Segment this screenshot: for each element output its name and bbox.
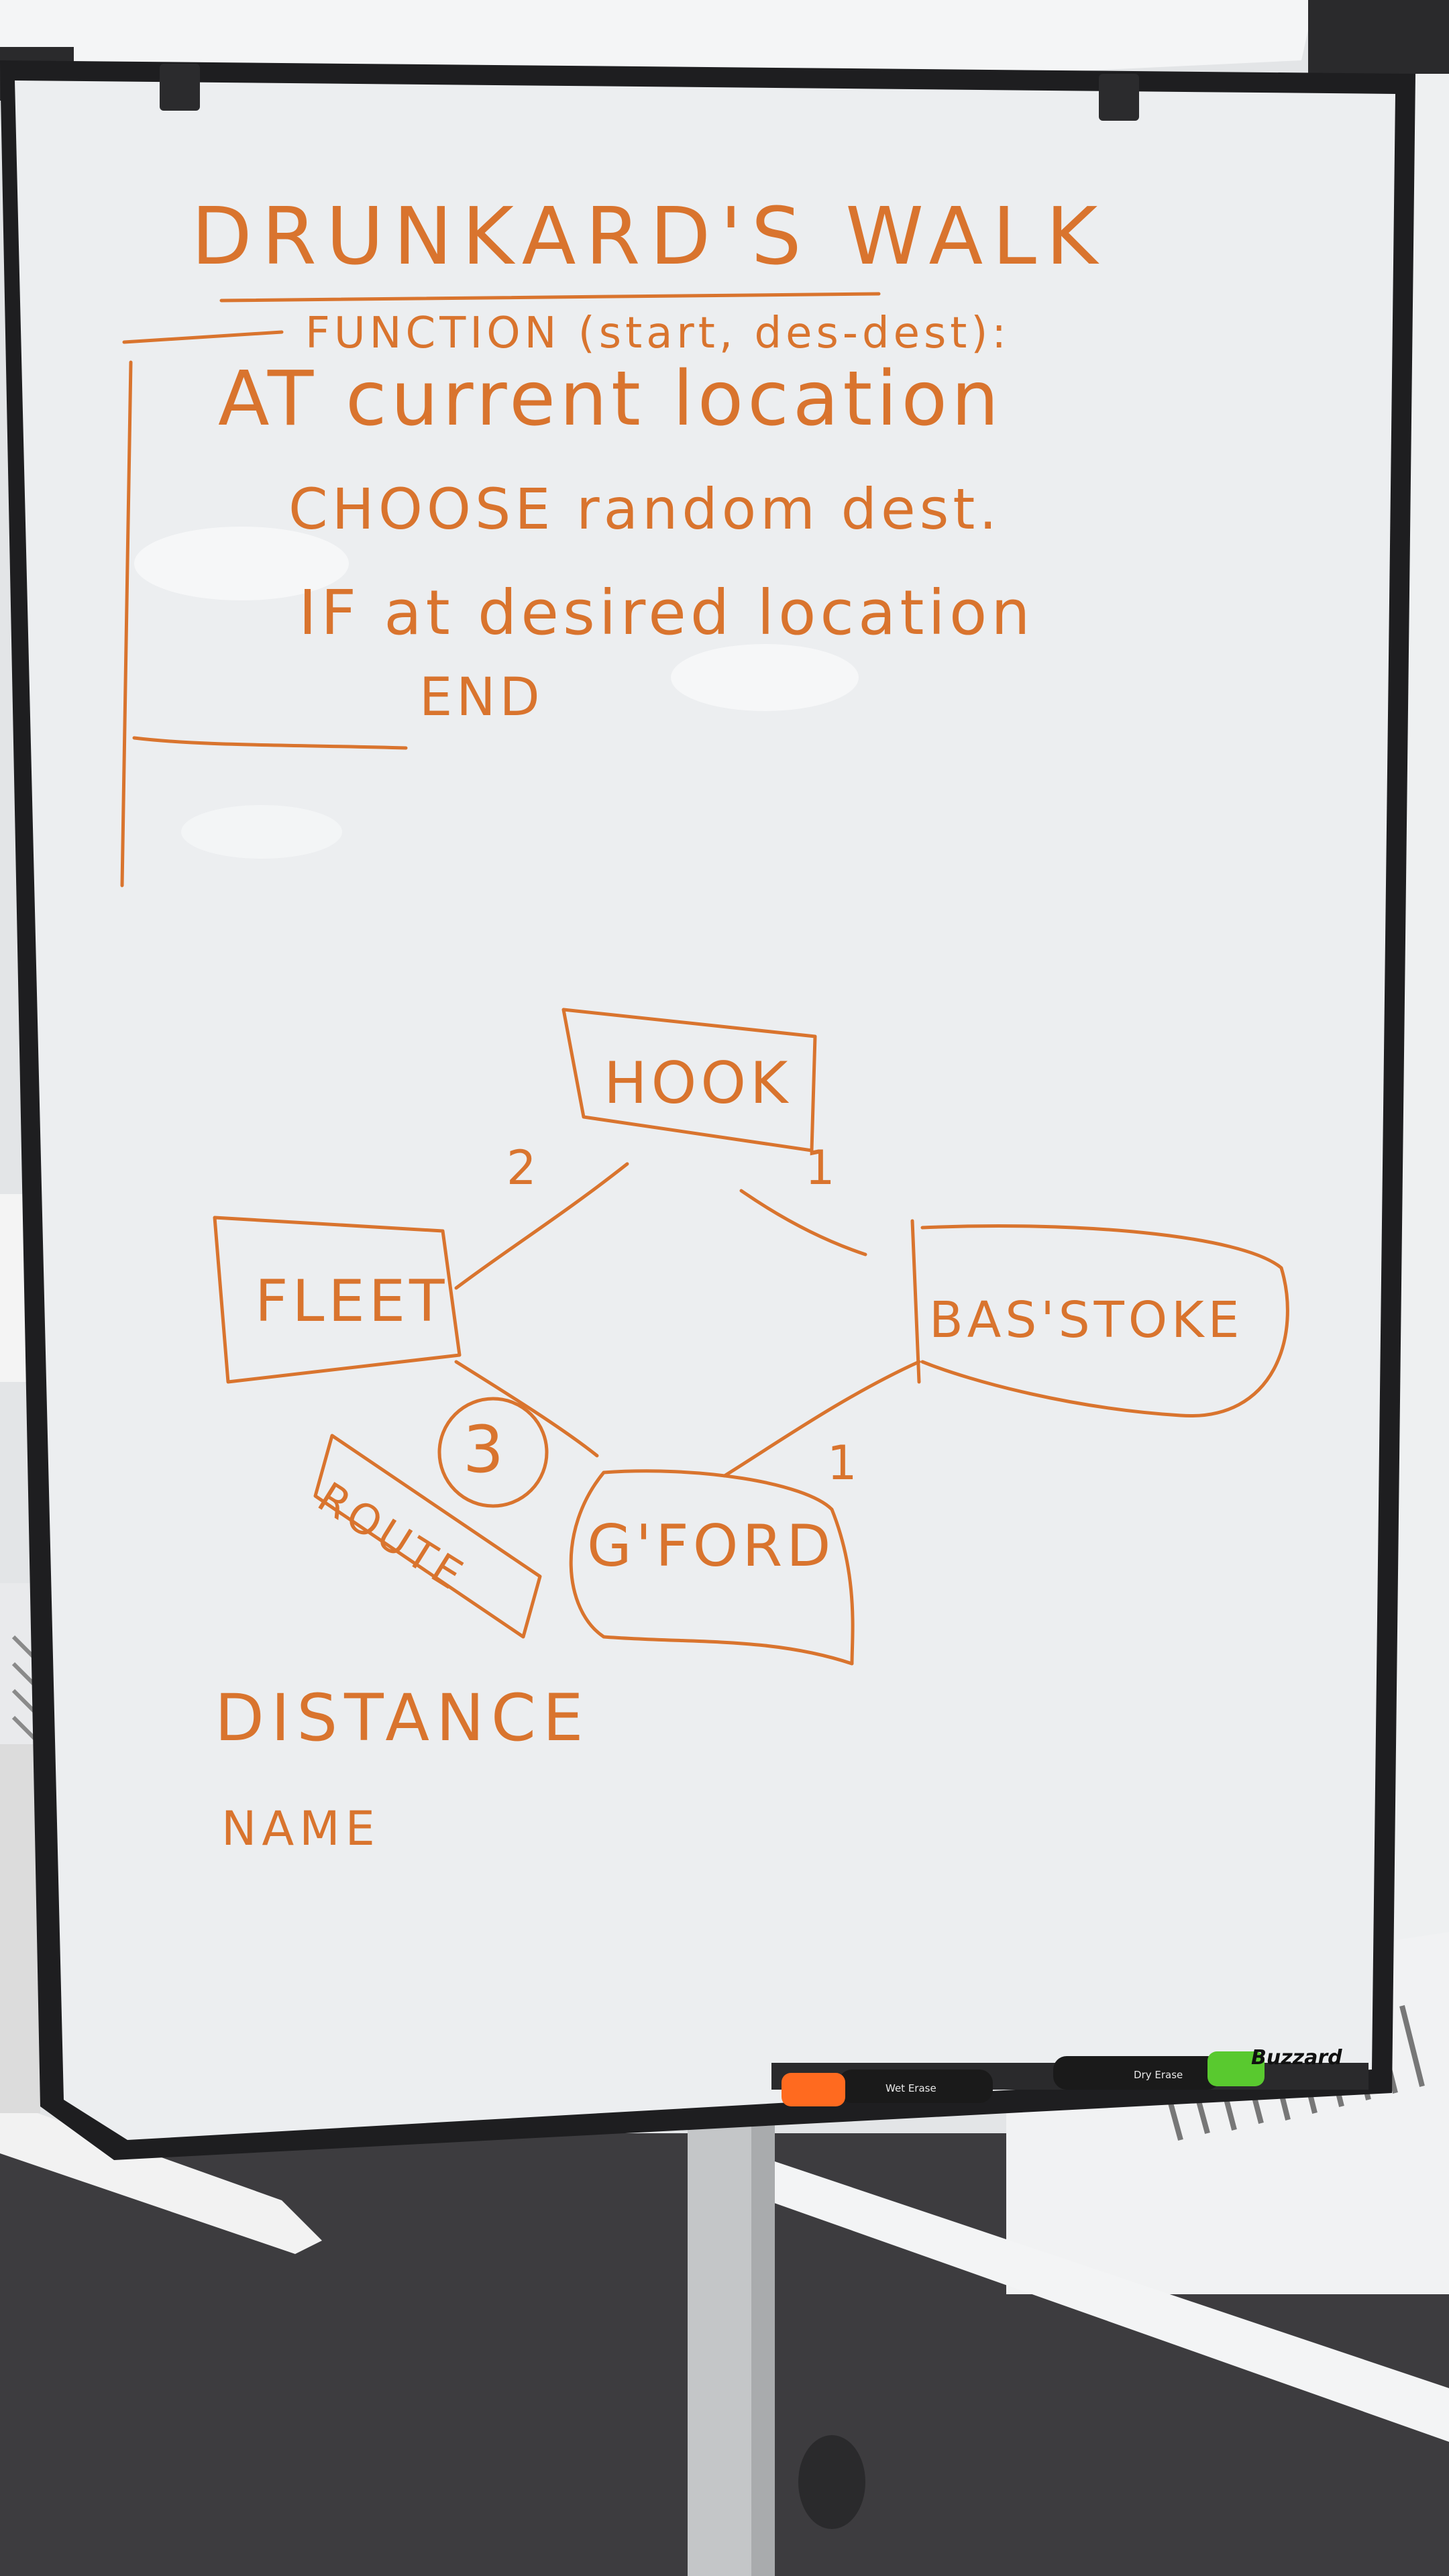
baseboard-right: [691, 2133, 1449, 2442]
pseudocode-line: AT current location: [218, 356, 1003, 443]
function-line: FUNCTION (start, des-dest):: [305, 309, 1010, 358]
note-distance: DISTANCE: [215, 1680, 590, 1756]
pseudocode-line: IF at desired location: [299, 577, 1034, 649]
board-surface: [15, 80, 1395, 2140]
roll-bar: [1308, 0, 1449, 74]
stand-pole-shade: [751, 2113, 775, 2576]
left-desk-leg: [0, 2100, 322, 2254]
pseudocode-line: CHOOSE random dest.: [288, 476, 1002, 542]
stand-wheel: [798, 2435, 865, 2529]
edge-weight: 3: [463, 1412, 508, 1487]
board-title: DRUNKARD'S WALK: [191, 190, 1108, 282]
edge-weight: 2: [506, 1140, 541, 1195]
pseudocode-strokes: [120, 292, 881, 888]
brand-logo: Buzzard: [1251, 2046, 1342, 2070]
node-guildford: G'FORD: [587, 1513, 835, 1580]
marker-label: Wet Erase: [885, 2082, 936, 2094]
edge-weight: 1: [805, 1140, 839, 1195]
glare: [181, 805, 342, 859]
note-name: NAME: [221, 1801, 380, 1856]
node-basingstoke: BAS'STOKE: [929, 1291, 1244, 1349]
glare: [134, 527, 349, 600]
edge-weight: 1: [827, 1436, 861, 1491]
node-hook: HOOK: [604, 1050, 792, 1117]
node-fleet: FLEET: [255, 1268, 449, 1335]
left-pole: [0, 1744, 40, 2113]
clip: [1099, 74, 1139, 121]
marker-label: Dry Erase: [1134, 2069, 1183, 2081]
pseudocode-line: END: [419, 667, 544, 728]
clip: [160, 64, 200, 111]
graph-strokes: [213, 1008, 1289, 1666]
glare: [671, 644, 859, 711]
